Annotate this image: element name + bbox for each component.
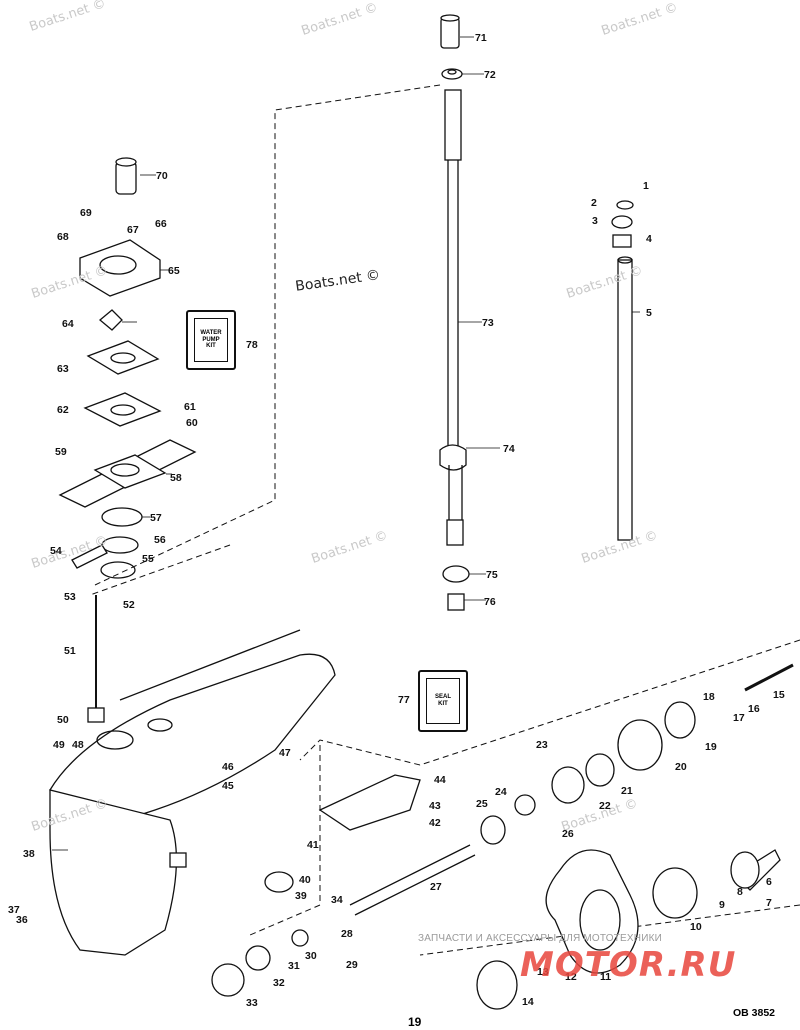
reference-code: OB 3852 [733, 1007, 776, 1019]
callout-15: 15 [773, 689, 785, 701]
callout-7: 7 [766, 897, 772, 909]
callout-78: 78 [246, 339, 258, 351]
callout-65: 65 [168, 265, 180, 277]
shift-rod-assembly [611, 200, 634, 541]
callout-31: 31 [288, 960, 300, 972]
callout-75: 75 [486, 569, 498, 581]
callout-37: 37 [8, 904, 20, 916]
callout-29: 29 [346, 959, 358, 971]
page-number: 19 [408, 1015, 422, 1029]
callout-68: 68 [57, 231, 69, 243]
callout-52: 52 [123, 599, 135, 611]
kit-label-line: KIT [206, 343, 216, 350]
seal-kit-box: SEAL KIT [418, 670, 468, 732]
callout-64: 64 [62, 318, 74, 330]
callout-47: 47 [279, 747, 291, 759]
kit-label-line: PUMP [202, 336, 220, 343]
kit-label-line: SEAL [434, 694, 451, 701]
callout-55: 55 [142, 553, 154, 565]
callout-5: 5 [646, 307, 652, 319]
callout-25: 25 [476, 798, 488, 810]
gears [211, 871, 309, 997]
callout-6: 6 [766, 876, 772, 888]
callout-21: 21 [621, 785, 633, 797]
callout-4: 4 [646, 233, 652, 245]
brand-banner[interactable]: ЗАПЧАСТИ И АКСЕССУАРЫ ДЛЯ МОТОТЕХНИКИ [418, 933, 663, 944]
callout-16: 16 [748, 703, 760, 715]
callout-58: 58 [170, 472, 182, 484]
callout-19: 19 [705, 741, 717, 753]
callout-33: 33 [246, 997, 258, 1009]
drive-shaft-assembly [439, 14, 470, 611]
brand-logo[interactable]: MOTOR.RU [520, 945, 737, 985]
callout-70: 70 [156, 170, 168, 182]
callout-20: 20 [675, 761, 687, 773]
callout-53: 53 [64, 591, 76, 603]
callout-67: 67 [127, 224, 139, 236]
callout-18: 18 [703, 691, 715, 703]
callout-50: 50 [57, 714, 69, 726]
trim-tab [318, 774, 421, 831]
callout-27: 27 [430, 881, 442, 893]
callout-32: 32 [273, 977, 285, 989]
callout-34: 34 [331, 894, 343, 906]
callout-43: 43 [429, 800, 441, 812]
callout-10: 10 [690, 921, 702, 933]
callout-48: 48 [72, 739, 84, 751]
callout-17: 17 [733, 712, 745, 724]
kit-label-line: WATER [200, 329, 222, 336]
callout-56: 56 [154, 534, 166, 546]
callout-39: 39 [295, 890, 307, 902]
callout-49: 49 [53, 739, 65, 751]
callout-36: 36 [16, 914, 28, 926]
callout-66: 66 [155, 218, 167, 230]
callout-62: 62 [57, 404, 69, 416]
callout-63: 63 [57, 363, 69, 375]
callout-73: 73 [482, 317, 494, 329]
callout-77: 77 [398, 694, 410, 706]
callout-26: 26 [562, 828, 574, 840]
callout-14: 14 [522, 996, 534, 1008]
gear-housing [49, 629, 336, 956]
callout-30: 30 [305, 950, 317, 962]
callout-8: 8 [737, 886, 743, 898]
callout-3: 3 [592, 215, 598, 227]
callout-12: 12 [565, 971, 577, 983]
callout-57: 57 [150, 512, 162, 524]
water-pump-kit-box: WATER PUMP KIT [186, 310, 236, 370]
callout-9: 9 [719, 899, 725, 911]
callout-54: 54 [50, 545, 62, 557]
water-pump-assembly [58, 157, 197, 579]
callout-72: 72 [484, 69, 496, 81]
callout-46: 46 [222, 761, 234, 773]
callout-69: 69 [80, 207, 92, 219]
callout-38: 38 [23, 848, 35, 860]
callout-51: 51 [64, 645, 76, 657]
callout-61: 61 [184, 401, 196, 413]
callout-71: 71 [475, 32, 487, 44]
callout-24: 24 [495, 786, 507, 798]
callout-1: 1 [643, 180, 649, 192]
callout-45: 45 [222, 780, 234, 792]
callout-23: 23 [536, 739, 548, 751]
callout-59: 59 [55, 446, 67, 458]
callout-28: 28 [341, 928, 353, 940]
callout-76: 76 [484, 596, 496, 608]
callout-41: 41 [307, 839, 319, 851]
callout-42: 42 [429, 817, 441, 829]
callout-74: 74 [503, 443, 515, 455]
callout-13: 13 [537, 966, 549, 978]
propeller-shaft-assembly [349, 663, 794, 1010]
callout-40: 40 [299, 874, 311, 886]
callout-60: 60 [186, 417, 198, 429]
callout-11: 11 [600, 971, 612, 983]
kit-label-line: KIT [438, 701, 448, 707]
callout-2: 2 [591, 197, 597, 209]
callout-22: 22 [599, 800, 611, 812]
callout-44: 44 [434, 774, 446, 786]
